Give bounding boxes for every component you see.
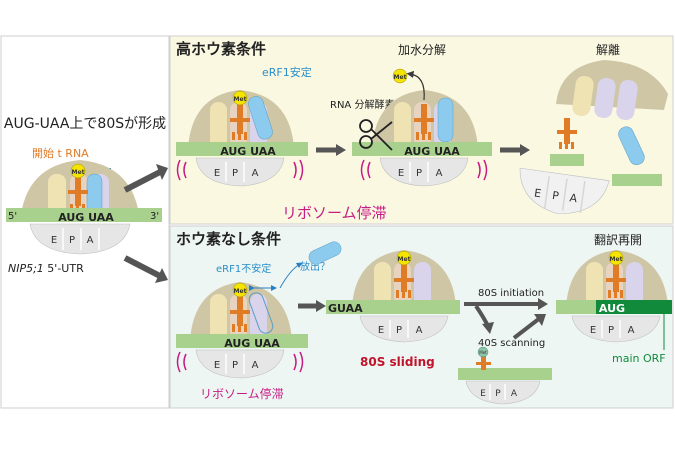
svg-text:Met: Met [479, 350, 487, 355]
erf1-stable-label: eRF1安定 [262, 65, 312, 79]
svg-text:A: A [252, 168, 259, 179]
svg-text:AUG UAA: AUG UAA [224, 337, 280, 350]
met-icon [232, 90, 248, 106]
mrna-top-1 [176, 142, 308, 156]
initiator-trna-label: 開始 t RNA [32, 146, 89, 160]
svg-text:P: P [232, 360, 238, 371]
svg-text:A: A [87, 235, 94, 246]
small-subunit-top-1: E P A [195, 157, 285, 187]
svg-text:P: P [495, 389, 501, 399]
dissociated-small-subunit: E P A [519, 167, 610, 215]
svg-text:A: A [511, 389, 518, 399]
small-subunit-bottom-2: E P A [359, 315, 449, 343]
svg-text:AUG UAA: AUG UAA [404, 145, 460, 158]
mrna-reinit-utr [556, 300, 598, 314]
svg-text:P: P [69, 235, 75, 246]
svg-text:E: E [533, 186, 542, 200]
svg-text:E: E [214, 168, 220, 179]
ribosome-bottom-sliding: Met [352, 250, 456, 306]
met-icon [232, 282, 248, 298]
svg-text:P: P [396, 325, 402, 336]
guaa-label: GUAA [328, 302, 363, 315]
svg-text:A: A [628, 325, 635, 336]
svg-text:E: E [398, 168, 404, 179]
reinitiation-label: 翻訳再開 [594, 232, 642, 247]
rnase-label: RNA 分解酵素 [330, 98, 394, 111]
scanning-label: 40S scanning [478, 338, 545, 349]
aug-label: AUG [599, 302, 625, 315]
small-subunit-bottom-1: E P A [195, 349, 285, 379]
stall-marks-top-2 [360, 159, 488, 181]
top-title: 高ホウ素条件 [176, 40, 266, 58]
mrna-fragment-2 [612, 174, 662, 186]
svg-text:E: E [51, 235, 57, 246]
svg-text:P: P [608, 325, 614, 336]
arrow-to-top [123, 169, 162, 193]
three-prime-label: 3' [150, 211, 159, 222]
stall-marks-top-1 [176, 159, 304, 181]
svg-text:P: P [232, 168, 238, 179]
left-title: AUG-UAA上で80Sが形成 [4, 116, 166, 132]
met-icon [70, 163, 86, 179]
released-trna [557, 118, 577, 149]
small-subunit-left: E P A [29, 223, 131, 255]
svg-text:Met: Met [72, 169, 85, 176]
svg-text:A: A [569, 191, 579, 205]
erf1-outline [248, 292, 274, 334]
svg-text:Met: Met [398, 256, 411, 263]
svg-text:P: P [416, 168, 422, 179]
bottom-title: ホウ素なし条件 [176, 230, 281, 248]
main-orf-label: main ORF [612, 352, 666, 365]
svg-text:Met: Met [234, 96, 247, 103]
codons-left: AUG UAA [58, 211, 114, 224]
released-erf1 [618, 126, 645, 166]
svg-text:A: A [416, 325, 423, 336]
mrna-left [6, 208, 162, 222]
svg-text:Met: Met [610, 256, 623, 263]
sliding-label: 80S sliding [360, 355, 435, 369]
initiation-label: 80S initiation [478, 288, 544, 299]
release-arrow [406, 70, 425, 101]
svg-text:E: E [480, 389, 486, 399]
dissociated-large-subunit [556, 60, 668, 121]
arrow-to-bottom [123, 255, 162, 279]
scanning-40s: Met E P A [465, 346, 541, 405]
mrna-bottom-2 [326, 300, 460, 314]
hydrolysis-label: 加水分解 [398, 43, 446, 57]
dissociation-label: 解離 [596, 43, 620, 57]
small-subunit-top-2: E P A [379, 157, 469, 187]
ribosome-bottom-stalled: Met [190, 282, 292, 340]
main-orf-bar [596, 300, 672, 314]
svg-text:A: A [436, 168, 443, 179]
utr-label: NIP5;1 5'-UTR [8, 262, 84, 275]
five-prime-label: 5' [8, 211, 17, 222]
svg-text:P: P [551, 189, 560, 203]
svg-text:A: A [252, 360, 259, 371]
svg-text:E: E [214, 360, 220, 371]
stall-marks-bottom [176, 351, 304, 373]
mrna-bottom-1 [176, 334, 308, 348]
svg-text:E: E [378, 325, 384, 336]
released-erf1-bottom [308, 241, 342, 265]
erf1-unstable-label: eRF1不安定 [216, 262, 271, 275]
ribosome-top-stalled: Met [188, 90, 294, 148]
mrna-scanning [458, 368, 552, 380]
svg-text:Met: Met [394, 74, 407, 81]
small-subunit-reinit: E P A [571, 315, 661, 343]
stalling-label-bottom: リボソーム停滞 [200, 386, 284, 401]
svg-text:E: E [590, 325, 596, 336]
stalling-label-top: リボソーム停滞 [282, 204, 387, 222]
mrna-fragment-1 [550, 154, 584, 166]
release-question-label: 放出？ [300, 260, 330, 273]
ribosome-reinitiation: Met [566, 250, 668, 306]
svg-text:Met: Met [234, 288, 247, 295]
scissors-icon [359, 119, 393, 151]
erf1-shape [248, 96, 273, 140]
svg-text:AUG UAA: AUG UAA [220, 145, 276, 158]
